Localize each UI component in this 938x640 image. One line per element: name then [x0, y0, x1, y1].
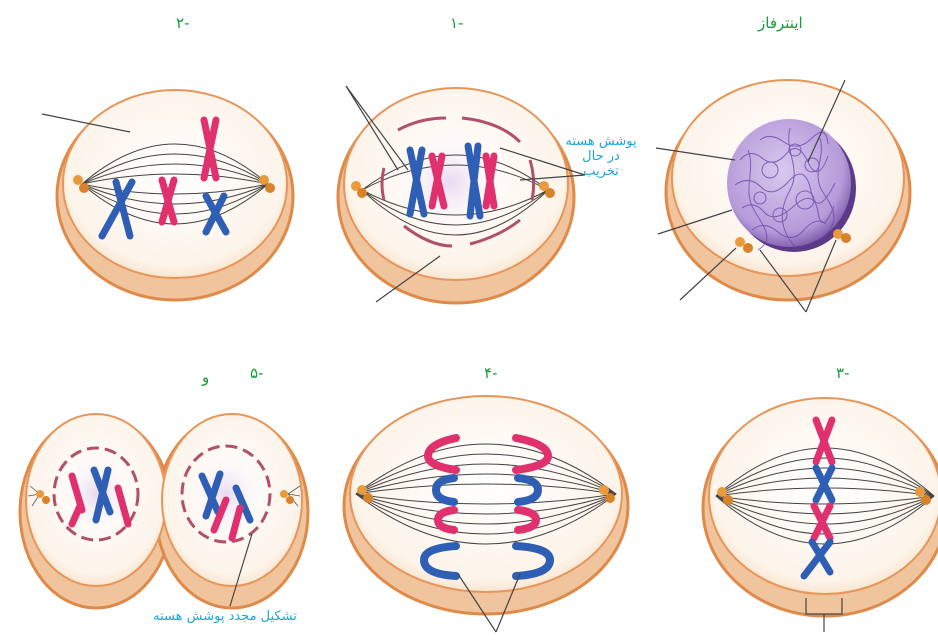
label-stage-5: -۵ [250, 364, 263, 382]
cell-stage-3 [703, 398, 938, 632]
annotation-envelope-reform: تشکیل مجدد پوشش هسته [150, 609, 300, 624]
cell-stage-1 [338, 86, 585, 303]
cell-stage-4 [344, 396, 628, 632]
cell-stage-5 [20, 414, 308, 608]
annotation-line: تخریب [558, 164, 644, 179]
label-stage-1: -۱ [450, 14, 463, 32]
nuclear-region-right [186, 450, 266, 538]
label-stage-4: -۴ [484, 364, 497, 382]
annotation-line: پوشش هسته [558, 134, 644, 149]
annotation-line: در حال [558, 149, 644, 164]
annotation-envelope-breakdown: پوشش هسته در حال تخریب [558, 134, 644, 179]
cell-stage-2 [42, 90, 293, 300]
cytoplasm [350, 396, 622, 592]
label-stage-5-and: و [202, 368, 209, 386]
label-stage-3: -۳ [836, 364, 849, 382]
cell-interphase [656, 80, 910, 312]
label-interphase: اینترفاز [758, 14, 803, 32]
label-stage-2: -۲ [176, 14, 189, 32]
